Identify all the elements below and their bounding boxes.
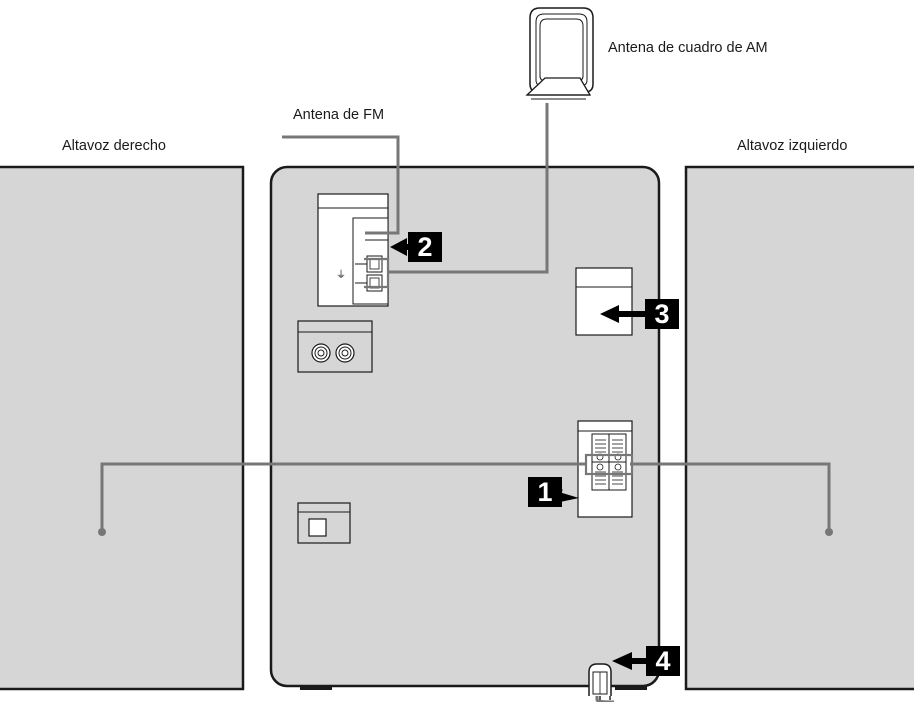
fm-antenna-label: Antena de FM [293,107,385,123]
antenna-terminal-block: ⏚ [317,193,389,307]
left-speaker-box [684,165,914,691]
small-port [297,502,351,544]
callout-1: 1 [528,477,562,507]
wires [100,103,831,532]
audio-input-jacks [297,320,373,373]
callout-3: 3 [645,299,679,329]
am-antenna-label: Antena de cuadro de AM [608,40,768,56]
right-speaker-label: Altavoz derecho [62,138,166,154]
am-loop-antenna [525,7,594,100]
right-speaker-box [0,165,245,691]
svg-text:⏚: ⏚ [336,269,346,281]
power-cord [588,663,615,704]
callout-2: 2 [408,232,442,262]
voltage-selector [575,267,633,336]
left-speaker-label: Altavoz izquierdo [737,138,848,154]
callout-4: 4 [646,646,680,676]
